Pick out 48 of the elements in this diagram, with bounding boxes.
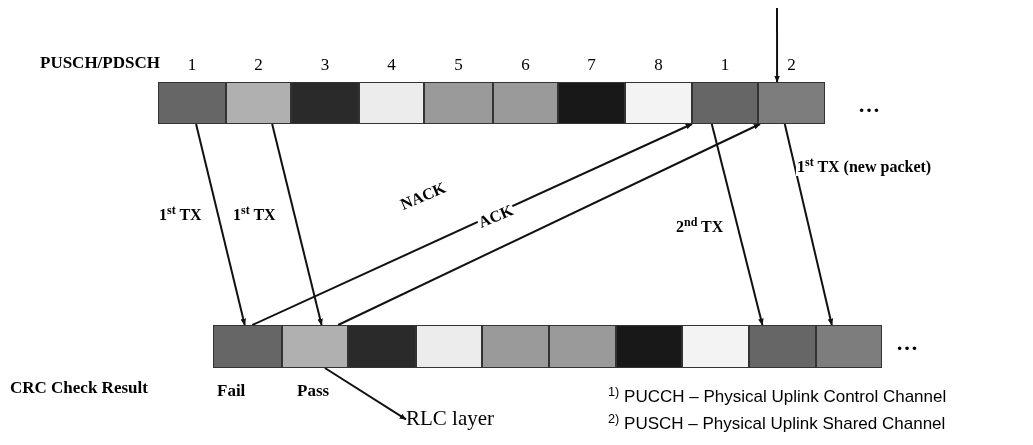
arrow [271,123,323,326]
slot-number: 1 [186,54,198,76]
footnote: $^{1)}$ PUCCH – Physical Uplink Control Channel [608,384,947,408]
slot-block [291,82,359,124]
slot-number: 2 [253,54,264,76]
slot-block [348,325,416,368]
slot-block [616,325,682,368]
slot-block [749,325,816,368]
arrow [710,123,764,326]
arrow [323,367,407,421]
arrow [337,123,761,326]
slot-block [158,82,226,124]
slot-number: 5 [453,54,464,76]
continuation-dots: … [858,91,880,119]
row-label: CRC Check Result [10,377,148,399]
slot-block [558,82,625,124]
row-label: PUSCH/PDSCH [40,52,160,74]
slot-block [549,325,616,368]
slot-block [226,82,291,124]
arrow [195,123,246,326]
slot-block [213,325,282,368]
slot-block [416,325,482,368]
arrow [783,123,834,326]
slot-block [692,82,758,124]
layer-label: RLC layer [406,404,518,432]
slot-number: 4 [386,54,397,76]
slot-number: 6 [520,54,531,76]
slot-block [282,325,348,368]
slot-number: 8 [653,54,664,76]
slot-block [816,325,882,368]
slot-block [758,82,825,124]
slot-number: 7 [586,54,597,76]
slot-block [359,82,424,124]
slot-block [482,325,549,368]
slot-number: 2 [786,54,797,76]
footnote: $^{2)}$ PUSCH – Physical Uplink Shared Channel [608,411,946,435]
slot-number: 1 [719,54,731,76]
slot-block [493,82,558,124]
edge-label: 1$^{st}$ TX (new packet) [796,158,933,176]
result-text: Pass [297,380,330,402]
continuation-dots: … [896,329,918,357]
arrow [774,7,780,83]
slot-block [682,325,749,368]
slot-number: 3 [319,54,331,76]
slot-block [424,82,493,124]
result-text: Fail [217,380,246,402]
arrow [251,123,693,326]
slot-block [625,82,692,124]
